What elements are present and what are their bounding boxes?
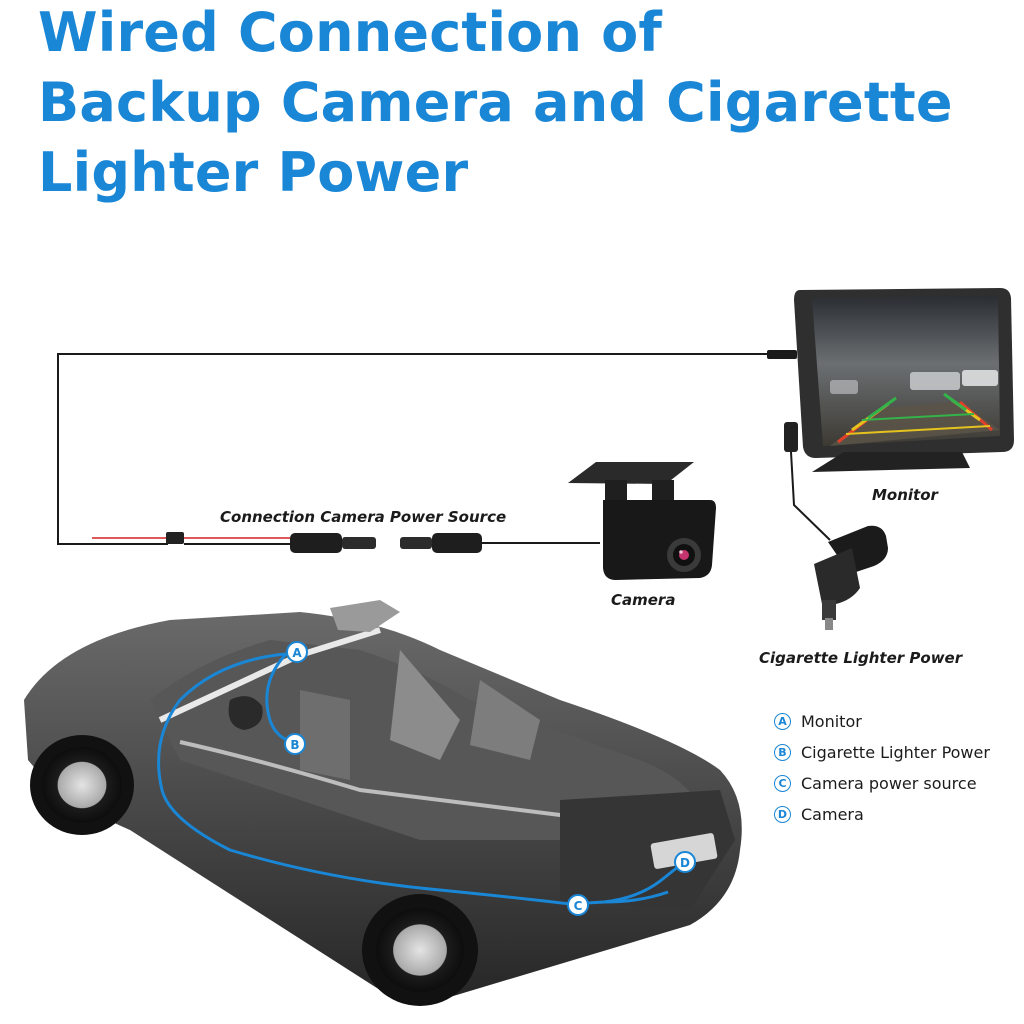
main-cable bbox=[57, 353, 785, 545]
marker-b: B bbox=[284, 733, 306, 755]
legend-item-camera: D Camera bbox=[774, 799, 990, 830]
legend-text-camera: Camera bbox=[801, 805, 864, 824]
legend-item-cigarette: B Cigarette Lighter Power bbox=[774, 737, 990, 768]
cigarette-label: Cigarette Lighter Power bbox=[759, 649, 963, 667]
power-connector bbox=[290, 533, 600, 553]
camera-label: Camera bbox=[611, 591, 676, 609]
legend-text-camera-power: Camera power source bbox=[801, 774, 977, 793]
legend-text-cigarette: Cigarette Lighter Power bbox=[801, 743, 990, 762]
marker-d-text: D bbox=[680, 856, 690, 870]
marker-a-text: A bbox=[292, 646, 302, 660]
legend-mark-c: C bbox=[774, 775, 791, 792]
monitor-label: Monitor bbox=[872, 486, 938, 504]
title-line-2: Backup Camera and Cigarette bbox=[38, 71, 953, 134]
legend: A Monitor B Cigarette Lighter Power C Ca… bbox=[774, 706, 990, 830]
legend-mark-a: A bbox=[774, 713, 791, 730]
car-illustration bbox=[24, 600, 742, 1006]
legend-text-monitor: Monitor bbox=[801, 712, 862, 731]
connection-label: Connection Camera Power Source bbox=[220, 508, 507, 526]
legend-mark-d: D bbox=[774, 806, 791, 823]
page-title: Wired Connection of Backup Camera and Ci… bbox=[38, 0, 1018, 208]
marker-c-text: C bbox=[574, 899, 583, 913]
legend-mark-b: B bbox=[774, 744, 791, 761]
legend-item-monitor: A Monitor bbox=[774, 706, 990, 737]
marker-c: C bbox=[567, 894, 589, 916]
cigarette-lighter-plug bbox=[814, 525, 888, 630]
marker-b-text: B bbox=[290, 738, 299, 752]
legend-item-camera-power: C Camera power source bbox=[774, 768, 990, 799]
monitor-device bbox=[767, 288, 1014, 541]
marker-a: A bbox=[286, 641, 308, 663]
camera-device bbox=[568, 462, 716, 580]
title-line-1: Wired Connection of bbox=[38, 1, 663, 64]
title-line-3: Lighter Power bbox=[38, 141, 469, 204]
marker-d: D bbox=[674, 851, 696, 873]
